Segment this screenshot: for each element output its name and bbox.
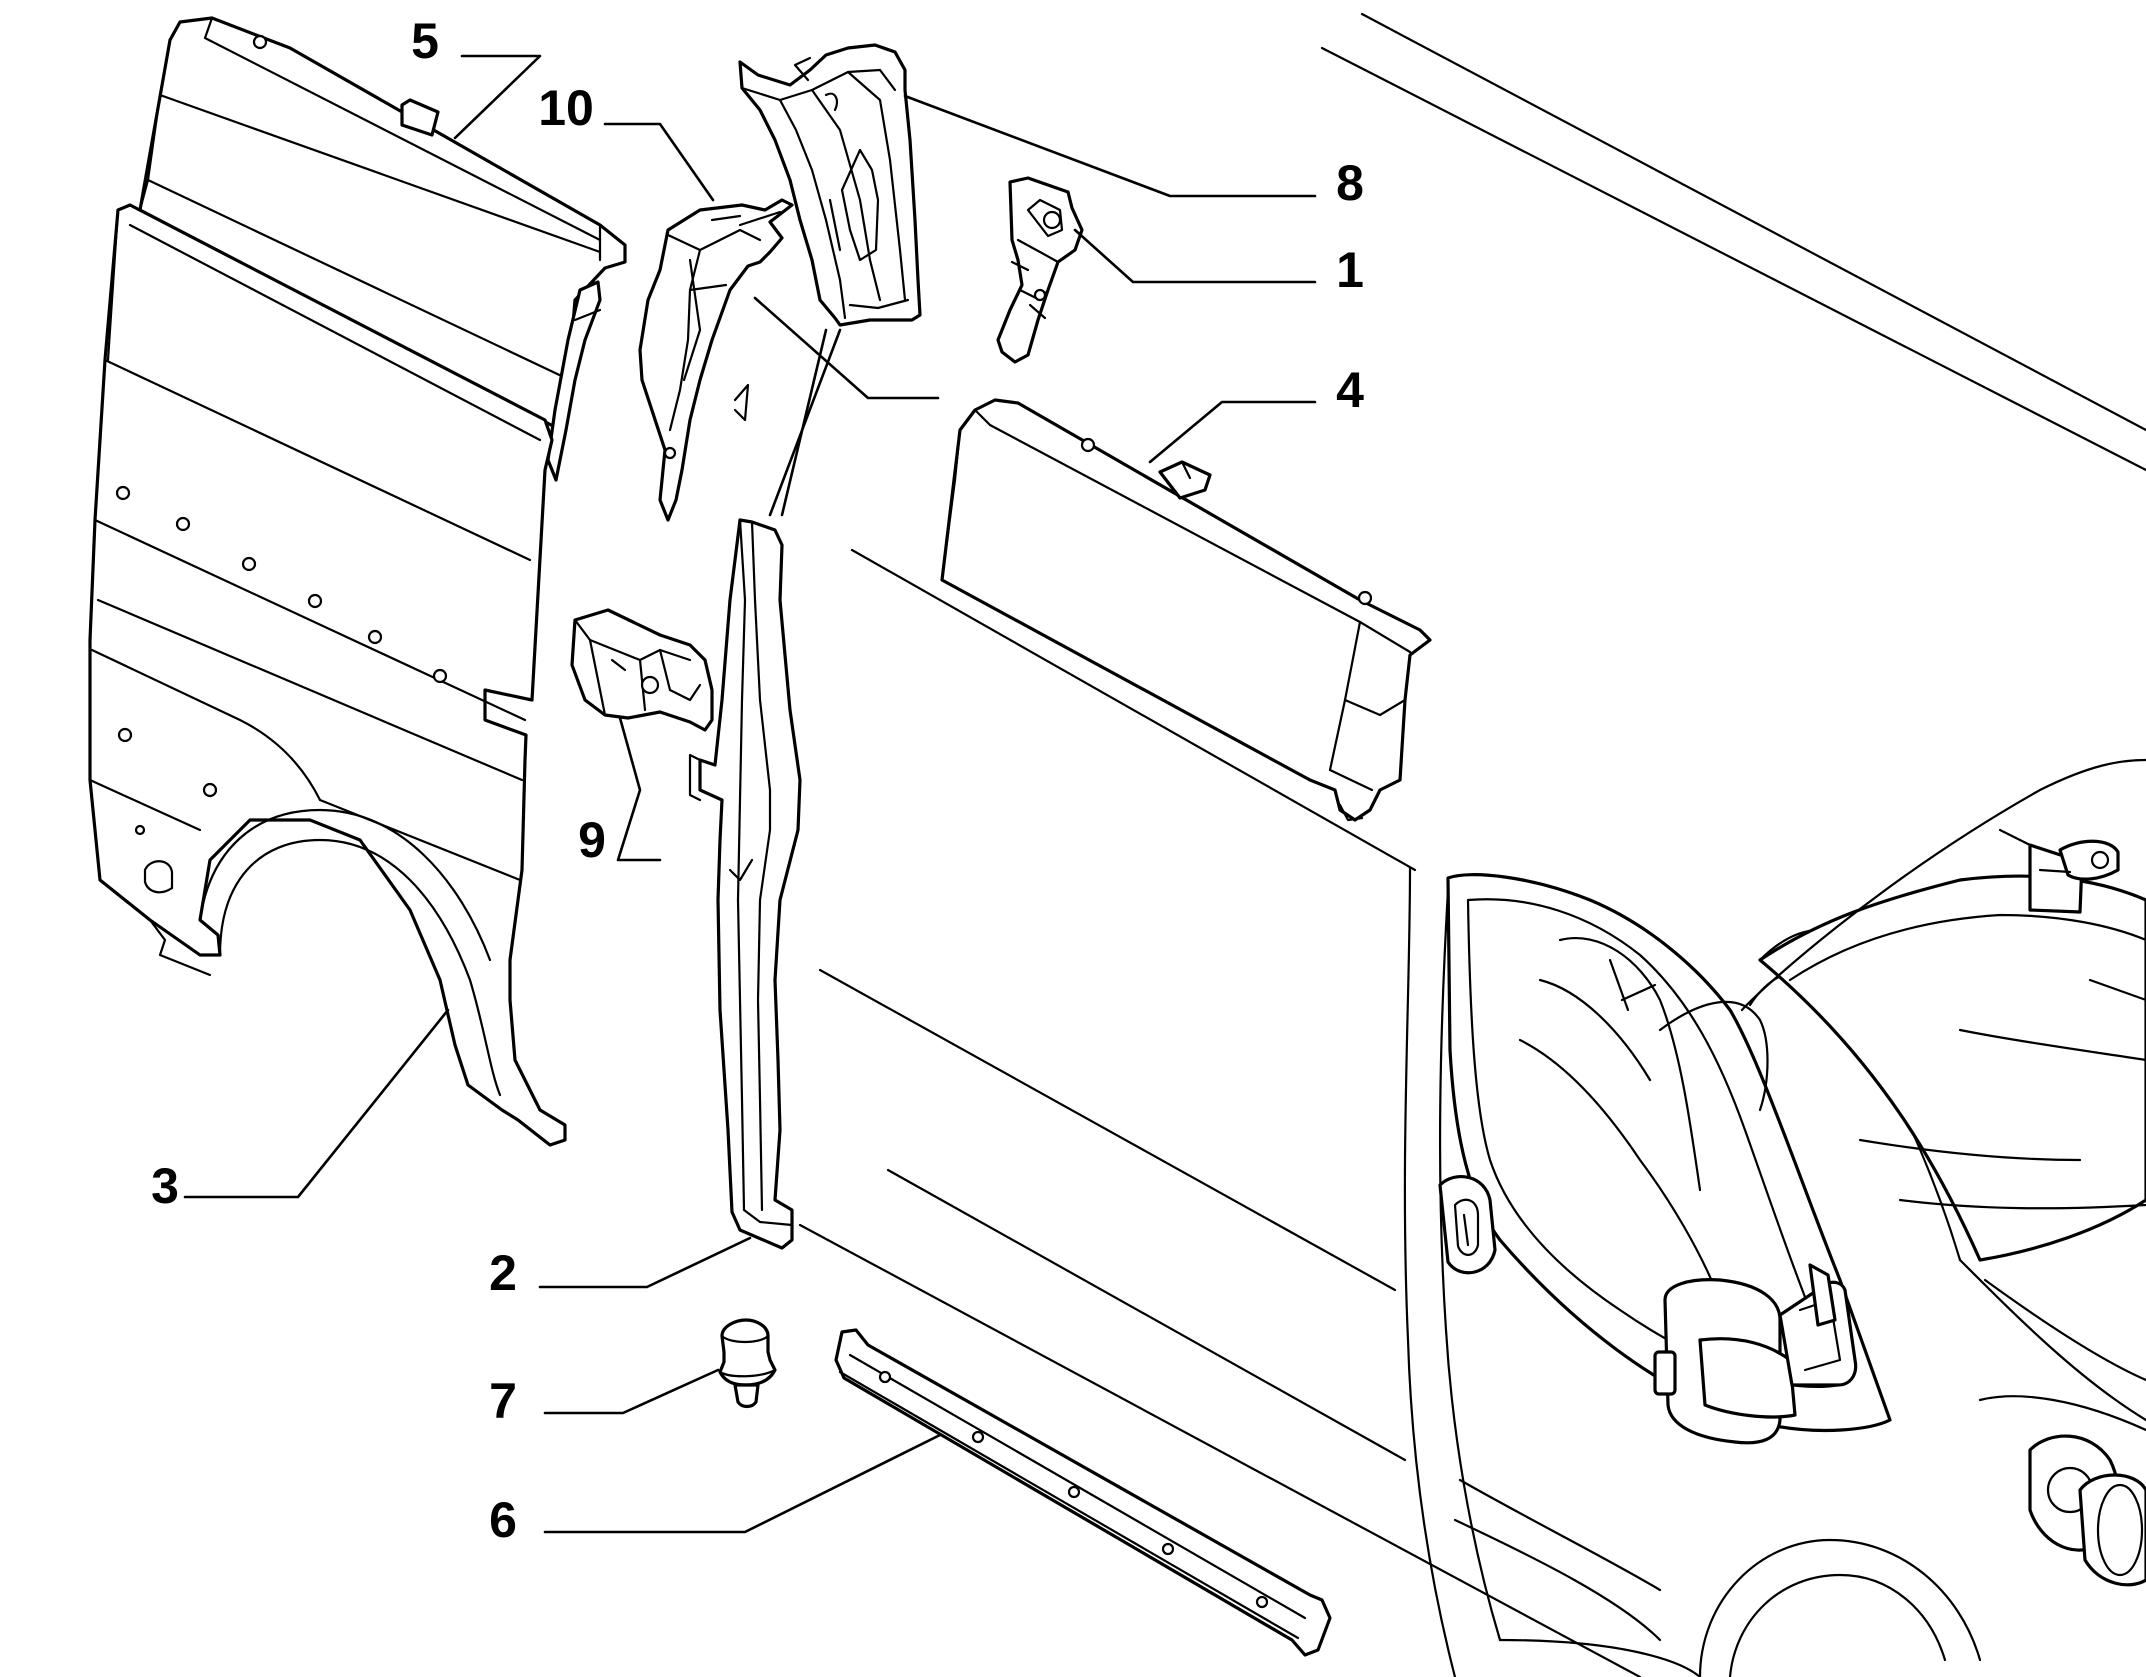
part-7-pin-fastener	[718, 1318, 777, 1409]
projection-line-b-pillar-b	[753, 296, 940, 400]
leader-7	[543, 1368, 720, 1415]
callout-2: 2	[489, 1245, 517, 1301]
part-4-door-top-rail	[940, 398, 1432, 822]
leader-8	[903, 94, 1317, 198]
part-2-b-pillar	[688, 518, 802, 1250]
callout-9: 9	[578, 812, 606, 868]
part-10-bracket	[638, 198, 794, 522]
part-9-box-bracket	[570, 608, 714, 732]
leader-5	[453, 54, 542, 140]
van-body-outline	[798, 12, 2146, 1677]
callout-5: 5	[411, 13, 439, 69]
part-1-hinge-bracket	[996, 176, 1084, 364]
leader-6	[543, 1433, 942, 1534]
part-8-pillar-reinforcement	[738, 43, 922, 327]
callout-7: 7	[489, 1373, 517, 1429]
part-6-sill-strip	[834, 1328, 1332, 1657]
callout-1: 1	[1336, 242, 1364, 298]
callout-6: 6	[489, 1492, 517, 1548]
callout-3: 3	[151, 1158, 179, 1214]
leader-3	[183, 1008, 450, 1199]
leader-9	[616, 716, 662, 862]
leader-4	[1148, 400, 1317, 464]
callout-8: 8	[1336, 155, 1364, 211]
callout-10: 10	[538, 80, 594, 136]
leader-2	[538, 1236, 752, 1289]
callout-labels: 5 10 8 1 4 9 3 2 7 6	[151, 13, 1364, 1548]
callout-4: 4	[1336, 362, 1364, 418]
part-3-rear-side-panel	[88, 203, 567, 1147]
leader-10	[603, 122, 715, 202]
leader-1	[1073, 228, 1317, 284]
leader-lines	[183, 54, 1317, 1534]
projection-line-b-pillar-c	[768, 328, 842, 517]
